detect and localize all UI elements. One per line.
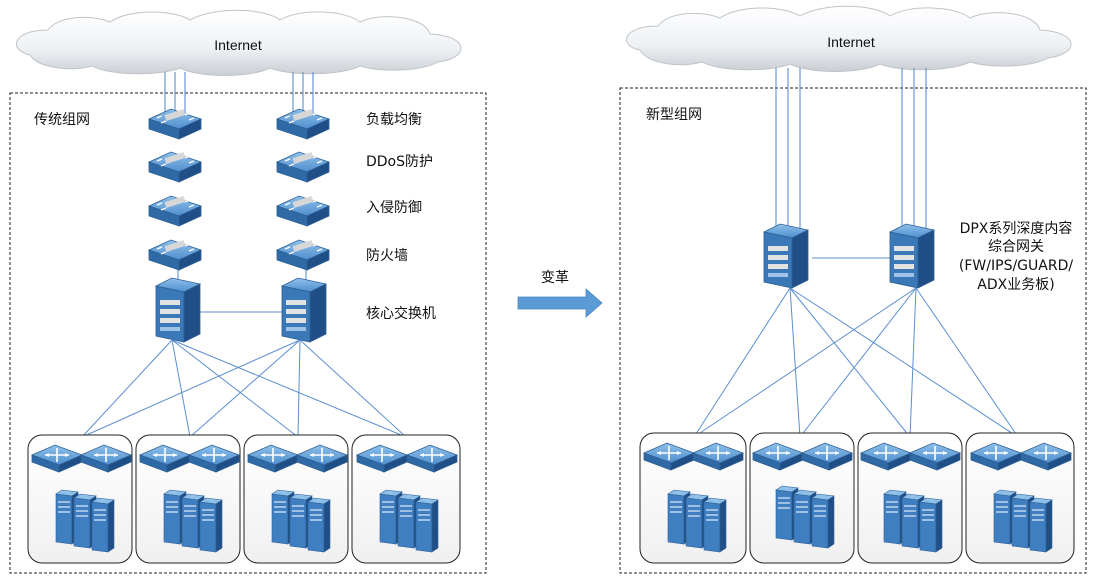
right-access-group-4: [965, 432, 1075, 564]
left-mesh-links: [81, 339, 407, 438]
right-mesh-links: [693, 287, 1019, 438]
dpx-label-line-1: DPX系列深度内容: [960, 220, 1073, 237]
left-network: Internet: [9, 9, 487, 574]
right-access-group-1: [639, 432, 747, 564]
dpx-label-line-4: ADX业务板): [977, 277, 1054, 293]
right-network: Internet 新型组网 DPX系列深度内容 综合网关 (FW/IPS/GUA…: [619, 5, 1087, 574]
left-title: 传统组网: [34, 112, 90, 128]
left-access-group-4: [351, 434, 461, 564]
core-switch-label: 核心交换机: [366, 305, 436, 322]
left-access-groups: [27, 434, 461, 564]
dpx-label-line-3: (FW/IPS/GUARD/: [959, 258, 1073, 274]
left-core-switch-2: [281, 277, 327, 343]
left-access-group-3: [243, 434, 349, 564]
right-cloud-label: Internet: [827, 34, 875, 50]
right-access-groups: [639, 432, 1075, 564]
dpx-gateway-label: DPX系列深度内容 综合网关 (FW/IPS/GUARD/ ADX业务板): [959, 220, 1073, 293]
right-uplinks: [775, 68, 927, 259]
left-cloud-label: Internet: [214, 37, 262, 53]
dpx-gateway-2: [889, 223, 935, 289]
transition-arrow: [517, 288, 603, 318]
left-access-group-2: [135, 434, 241, 564]
layer-label-ddos: DDoS防护: [366, 154, 433, 170]
left-uplinks: [164, 72, 314, 113]
layer-label-load-balancing: 负载均衡: [366, 112, 422, 128]
left-core-switch-1: [155, 277, 201, 343]
left-access-group-1: [27, 434, 133, 564]
layer-label-ips: 入侵防御: [366, 199, 422, 216]
left-internet-cloud: Internet: [16, 9, 462, 76]
dpx-label-line-2: 综合网关: [988, 239, 1044, 255]
dpx-gateway-1: [763, 223, 809, 289]
right-internet-cloud: Internet: [626, 5, 1072, 72]
transition-arrow-group: 变革: [517, 270, 603, 318]
right-access-group-3: [857, 432, 963, 564]
transition-label: 变革: [541, 270, 569, 286]
layer-label-firewall: 防火墙: [366, 248, 408, 264]
right-title: 新型组网: [646, 107, 702, 123]
right-access-group-2: [749, 432, 855, 564]
